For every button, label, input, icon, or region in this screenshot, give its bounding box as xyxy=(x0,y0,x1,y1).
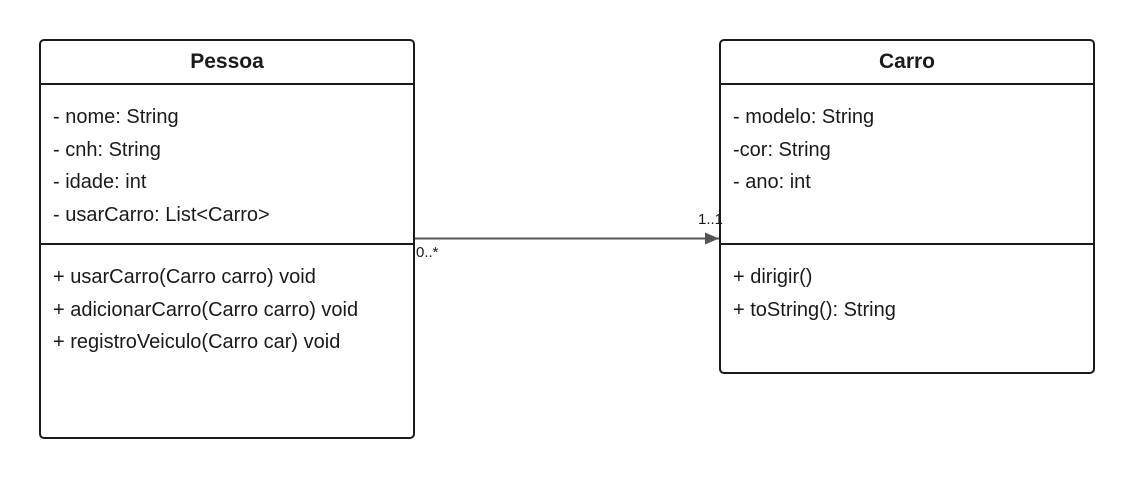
class-name-carro: Carro xyxy=(721,41,1093,85)
attribute-usar-carro: - usarCarro: List<Carro> xyxy=(53,203,270,226)
attributes-section-pessoa: - nome: String - cnh: String - idade: in… xyxy=(41,85,413,245)
attribute-nome: - nome: String xyxy=(53,106,179,128)
attribute-idade: - idade: int xyxy=(53,171,147,193)
class-pessoa[interactable]: Pessoa - nome: String - cnh: String - id… xyxy=(39,39,415,439)
method-to-string: + toString(): String xyxy=(733,298,896,321)
methods-section-carro: + dirigir() + toString(): String xyxy=(721,245,1093,326)
class-name-pessoa: Pessoa xyxy=(41,41,413,85)
attribute-ano: - ano: int xyxy=(733,171,811,193)
method-registro-veiculo: + registroVeiculo(Carro car) void xyxy=(53,331,341,353)
method-adicionar-carro: + adicionarCarro(Carro carro) void xyxy=(53,298,359,321)
attribute-cnh: - cnh: String xyxy=(53,138,161,161)
multiplicity-target: 1..1 xyxy=(698,211,724,228)
attribute-modelo: - modelo: String xyxy=(733,106,875,128)
method-usar-carro: + usarCarro(Carro carro) void xyxy=(53,266,316,288)
attribute-cor: -cor: String xyxy=(733,138,831,161)
methods-section-pessoa: + usarCarro(Carro carro) void + adiciona… xyxy=(41,245,413,359)
multiplicity-source: 0..* xyxy=(416,244,439,261)
class-carro[interactable]: Carro - modelo: String -cor: String - an… xyxy=(719,39,1095,374)
attributes-section-carro: - modelo: String -cor: String - ano: int xyxy=(721,85,1093,245)
method-dirigir: + dirigir() xyxy=(733,266,813,288)
